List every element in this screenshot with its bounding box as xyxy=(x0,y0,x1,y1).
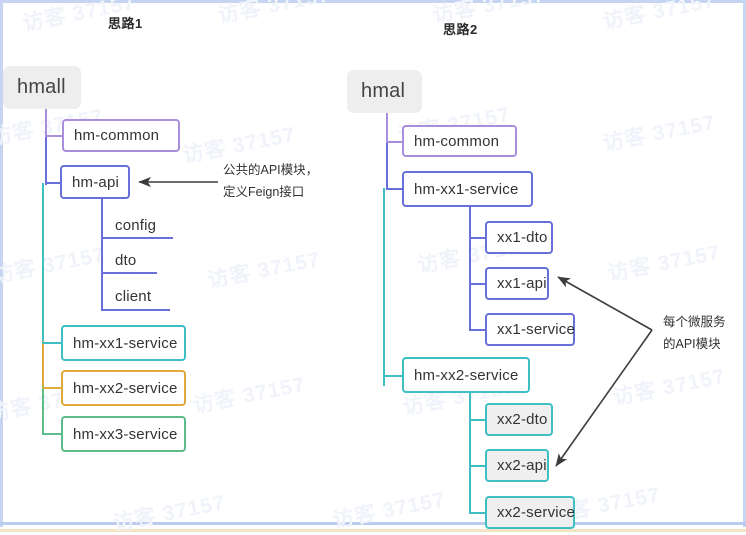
watermark-text: 访客 37157 xyxy=(610,365,728,410)
panel-1-node-hm-xx2-service[interactable]: hm-xx2-service xyxy=(61,370,186,406)
panel-2-node-xx2-api[interactable]: xx2-api xyxy=(485,449,549,482)
panel-1-annotation: 公共的API模块， 定义Feign接口 xyxy=(223,160,318,204)
panel-2-xx2-subtrunk xyxy=(469,393,471,513)
panel-2-annotation: 每个微服务 的API模块 xyxy=(663,312,726,356)
panel-1-node-hm-common[interactable]: hm-common xyxy=(62,119,180,152)
frame-top-border xyxy=(0,0,746,3)
panel-2-root-node[interactable]: hmal xyxy=(347,70,422,113)
panel-1-trunk-purple xyxy=(45,109,47,137)
arrow-to-xx2-api xyxy=(555,329,653,467)
panel-1-branch-xx1 xyxy=(42,342,62,344)
panel-2-node-hm-xx1-service[interactable]: hm-xx1-service xyxy=(402,171,533,207)
panel-2-branch-xx2-dto xyxy=(469,419,486,421)
panel-2-branch-xx1-api xyxy=(469,283,486,285)
panel-2-trunk-teal xyxy=(383,188,385,386)
panel-1-title: 思路1 xyxy=(108,16,143,31)
watermark-text: 访客 37157 xyxy=(205,248,323,293)
panel-1-trunk-green xyxy=(42,386,44,434)
panel-1-root-node[interactable]: hmall xyxy=(3,66,81,109)
panel-1-node-hm-xx3-service[interactable]: hm-xx3-service xyxy=(61,416,186,452)
watermark-text: 访客 37157 xyxy=(605,241,723,286)
panel-2-node-hm-xx2-service[interactable]: hm-xx2-service xyxy=(402,357,530,393)
panel-2-node-xx1-dto[interactable]: xx1-dto xyxy=(485,221,553,254)
watermark-text: 访客 37157 xyxy=(0,243,108,288)
panel-1-underline-client xyxy=(101,309,170,311)
panel-1-underline-config xyxy=(101,237,173,239)
panel-2-node-xx2-dto[interactable]: xx2-dto xyxy=(485,403,553,436)
panel-1-node-hm-xx1-service[interactable]: hm-xx1-service xyxy=(61,325,186,361)
panel-1-node-client[interactable]: client xyxy=(115,288,152,305)
panel-2-branch-xx2-api xyxy=(469,465,486,467)
panel-1-trunk-amber xyxy=(42,341,44,388)
panel-1-node-config[interactable]: config xyxy=(115,217,157,234)
panel-1-node-dto[interactable]: dto xyxy=(115,252,137,269)
panel-2-branch-hm-xx1 xyxy=(386,188,404,190)
panel-1-annotation-line-1: 公共的API模块， xyxy=(223,163,319,177)
panel-2-branch-xx1-dto xyxy=(469,237,486,239)
panel-2-annotation-line-2: 的API模块 xyxy=(663,336,721,351)
panel-2-trunk-purple xyxy=(386,113,388,145)
panel-2-xx1-subtrunk xyxy=(469,207,471,330)
watermark-text: 访客 37157 xyxy=(330,488,448,533)
panel-2-trunk-blue xyxy=(386,142,388,190)
panel-1-api-subtrunk xyxy=(101,199,103,311)
panel-2-annotation-line-1: 每个微服务 xyxy=(663,315,726,329)
watermark-text: 访客 37157 xyxy=(600,111,718,156)
frame-bottom-accent xyxy=(0,529,746,532)
panel-1-node-hm-api[interactable]: hm-api xyxy=(60,165,130,199)
panel-1-trunk-blue xyxy=(45,135,47,185)
panel-2-title: 思路2 xyxy=(443,22,478,37)
panel-2-branch-xx1-service xyxy=(469,329,486,331)
watermark-text: 访客 37157 xyxy=(110,491,228,535)
panel-1-underline-dto xyxy=(101,272,157,274)
frame-right-border xyxy=(743,0,746,527)
watermark-text: 访客 37157 xyxy=(215,0,333,28)
panel-2-node-xx1-service[interactable]: xx1-service xyxy=(485,313,575,346)
frame-left-border xyxy=(0,0,3,527)
panel-2-branch-xx2-service xyxy=(469,512,486,514)
panel-2-node-xx2-service[interactable]: xx2-service xyxy=(485,496,575,529)
panel-1-branch-xx3 xyxy=(42,433,62,435)
watermark-text: 访客 37157 xyxy=(600,0,718,34)
panel-2-branch-hm-xx2 xyxy=(383,375,404,377)
panel-1-trunk-teal xyxy=(42,183,44,343)
panel-2-branch-hm-common xyxy=(386,141,404,143)
panel-1-branch-hm-common xyxy=(45,135,63,137)
panel-2-node-hm-common[interactable]: hm-common xyxy=(402,125,517,157)
panel-2-node-xx1-api[interactable]: xx1-api xyxy=(485,267,549,300)
frame-bottom-border xyxy=(0,522,746,525)
watermark-text: 访客 37157 xyxy=(190,373,308,418)
panel-1-branch-hm-api xyxy=(45,182,61,184)
panel-1-annotation-line-2: 定义Feign接口 xyxy=(223,184,305,199)
panel-1-branch-xx2 xyxy=(42,387,62,389)
